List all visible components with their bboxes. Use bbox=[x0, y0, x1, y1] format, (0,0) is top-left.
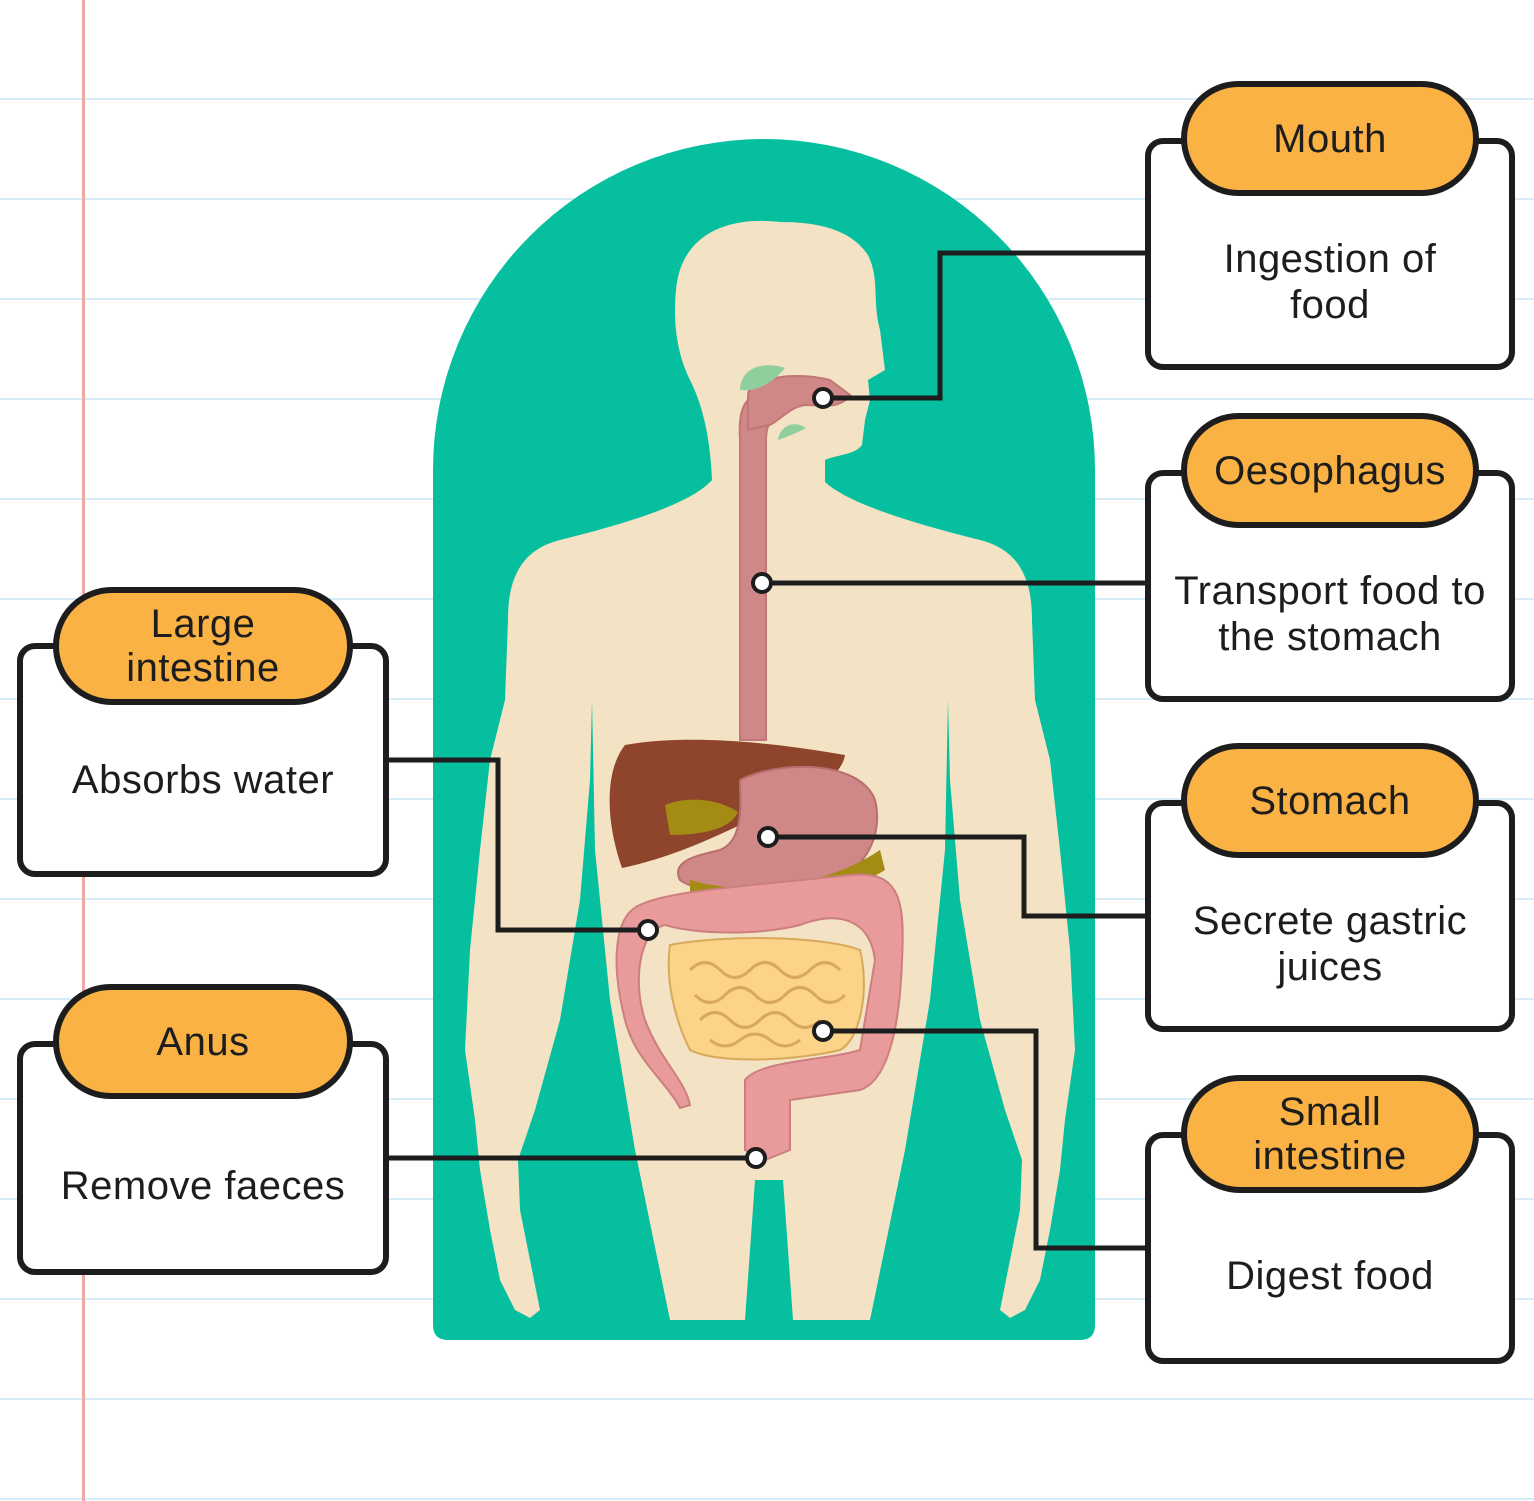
oesophagus-function: Transport food to the stomach bbox=[1174, 568, 1486, 659]
large-intestine-label-text: Large intestine bbox=[126, 602, 280, 690]
small-intestine-label-text: Small intestine bbox=[1253, 1090, 1407, 1178]
mouth-label: Mouth bbox=[1181, 81, 1479, 196]
anus-dot bbox=[745, 1147, 767, 1169]
large-intestine-shape bbox=[615, 873, 904, 1162]
large-intestine-label: Large intestine bbox=[53, 587, 353, 705]
stomach-dot bbox=[757, 826, 779, 848]
stomach-function: Secrete gastric juices bbox=[1192, 898, 1468, 989]
large-intestine-dot bbox=[637, 919, 659, 941]
mouth-connector bbox=[823, 250, 1148, 401]
salivary-gland-upper bbox=[740, 365, 785, 391]
small-intestine-label: Small intestine bbox=[1181, 1075, 1479, 1193]
stomach-label: Stomach bbox=[1181, 743, 1479, 858]
stomach-label-text: Stomach bbox=[1249, 778, 1411, 823]
oesophagus-label-text: Oesophagus bbox=[1214, 448, 1446, 493]
connector-dots bbox=[637, 387, 834, 1169]
small-intestine-connector bbox=[823, 1028, 1148, 1251]
small-intestine-dot bbox=[812, 1020, 834, 1042]
salivary-gland-lower bbox=[778, 424, 806, 440]
anus-label: Anus bbox=[53, 984, 353, 1099]
large-intestine-function: Absorbs water bbox=[71, 758, 335, 802]
mouth-label-text: Mouth bbox=[1273, 116, 1387, 161]
connector-lines bbox=[388, 250, 1148, 1251]
anus-function: Remove faeces bbox=[60, 1163, 346, 1208]
mouth-function: Ingestion of food bbox=[1223, 236, 1437, 327]
gallbladder-shape bbox=[665, 799, 738, 835]
small-intestine-function: Digest food bbox=[1226, 1253, 1434, 1298]
anus-label-text: Anus bbox=[156, 1019, 250, 1064]
large-intestine-connector bbox=[388, 757, 648, 933]
oesophagus-label: Oesophagus bbox=[1181, 413, 1479, 528]
stomach-connector bbox=[768, 834, 1148, 919]
oesophagus-dot bbox=[751, 572, 773, 594]
mouth-dot bbox=[812, 387, 834, 409]
